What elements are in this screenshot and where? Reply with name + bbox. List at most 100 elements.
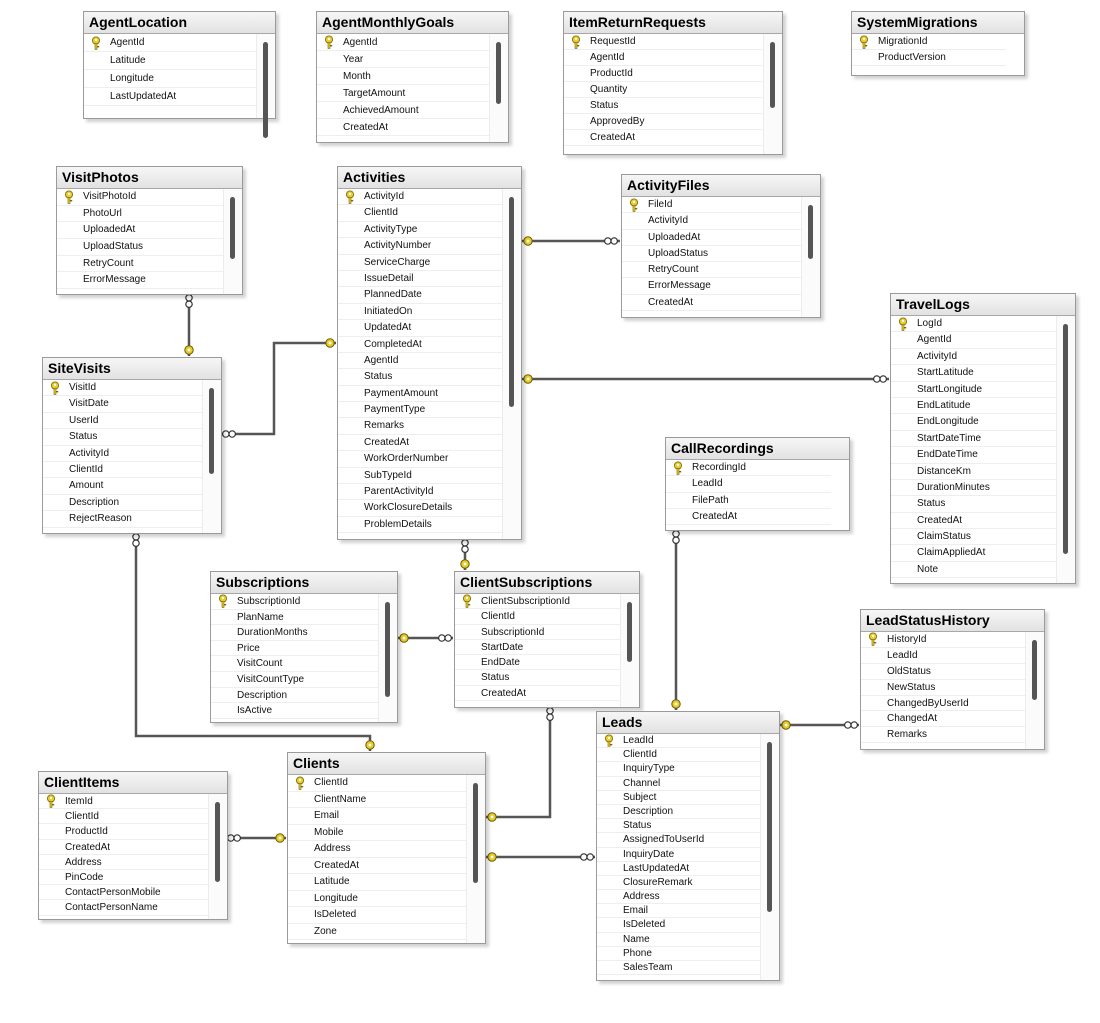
- column-row[interactable]: EndDate: [455, 655, 621, 671]
- scrollbar[interactable]: [502, 189, 521, 539]
- column-row[interactable]: AgentId: [564, 50, 764, 66]
- column-row[interactable]: PinCode: [39, 870, 209, 886]
- column-row[interactable]: Note: [891, 562, 1057, 579]
- scrollbar[interactable]: [801, 197, 820, 317]
- column-row[interactable]: IsActive: [211, 703, 379, 719]
- column-row[interactable]: LeadId: [666, 476, 831, 493]
- column-row[interactable]: SalesTeam: [597, 961, 761, 976]
- column-row[interactable]: ActivityId: [622, 213, 802, 230]
- column-row[interactable]: RejectReason: [43, 511, 203, 528]
- column-row[interactable]: ClientSubscriptionId: [455, 594, 621, 610]
- column-row[interactable]: CreatedAt: [666, 509, 831, 526]
- relationship-leads-lead-status-history[interactable]: [779, 720, 859, 730]
- column-row[interactable]: CreatedAt: [288, 858, 467, 874]
- column-row[interactable]: Status: [43, 429, 203, 446]
- column-row[interactable]: EndDateTime: [891, 447, 1057, 464]
- column-row[interactable]: ServiceCharge: [338, 255, 503, 271]
- table-title[interactable]: Clients: [288, 753, 485, 775]
- table-title[interactable]: ClientSubscriptions: [455, 572, 639, 594]
- column-row[interactable]: UploadStatus: [57, 239, 224, 256]
- column-row[interactable]: AgentId: [84, 34, 257, 52]
- column-row[interactable]: ErrorMessage: [622, 278, 802, 295]
- relationship-activities-travel-logs[interactable]: [521, 374, 889, 384]
- column-row[interactable]: ClosureRemark: [597, 876, 761, 891]
- scrollbar-thumb[interactable]: [1032, 640, 1037, 700]
- column-row[interactable]: Email: [288, 808, 467, 825]
- column-row[interactable]: LeadId: [597, 734, 761, 749]
- column-row[interactable]: CreatedAt: [317, 119, 490, 136]
- column-row[interactable]: AgentId: [891, 332, 1057, 349]
- scrollbar[interactable]: [763, 34, 782, 154]
- relationship-clients-site-visits[interactable]: [132, 532, 375, 751]
- scrollbar-thumb[interactable]: [230, 197, 235, 259]
- column-row[interactable]: IsDeleted: [288, 907, 467, 924]
- scrollbar-thumb[interactable]: [509, 197, 514, 407]
- column-row[interactable]: UserId: [43, 413, 203, 430]
- column-row[interactable]: Status: [338, 369, 503, 386]
- scrollbar-thumb[interactable]: [767, 742, 772, 912]
- scrollbar[interactable]: [202, 380, 221, 533]
- relationship-activities-site-visits[interactable]: [221, 338, 336, 438]
- column-row[interactable]: Remarks: [861, 727, 1026, 744]
- column-row[interactable]: ActivityNumber: [338, 238, 503, 255]
- column-row[interactable]: Address: [597, 890, 761, 905]
- column-row[interactable]: WorkOrderNumber: [338, 451, 503, 468]
- column-row[interactable]: UploadStatus: [622, 246, 802, 263]
- column-row[interactable]: ClientId: [455, 609, 621, 625]
- column-row[interactable]: AgentId: [338, 353, 503, 370]
- column-row[interactable]: CreatedAt: [39, 840, 209, 855]
- column-row[interactable]: Amount: [43, 478, 203, 495]
- column-row[interactable]: ClientId: [597, 748, 761, 763]
- scrollbar-thumb[interactable]: [263, 42, 268, 138]
- column-row[interactable]: ChangedByUserId: [861, 696, 1026, 712]
- table-title[interactable]: ActivityFiles: [622, 175, 820, 197]
- column-row[interactable]: ClaimAppliedAt: [891, 545, 1057, 562]
- relationship-leads-call-recordings[interactable]: [671, 529, 681, 710]
- column-row[interactable]: InquiryType: [597, 762, 761, 777]
- column-row[interactable]: CreatedAt: [622, 295, 802, 312]
- column-row[interactable]: AchievedAmount: [317, 102, 490, 119]
- scrollbar[interactable]: [620, 594, 639, 707]
- column-row[interactable]: DistanceKm: [891, 464, 1057, 480]
- table-title[interactable]: AgentLocation: [84, 12, 275, 34]
- column-row[interactable]: Channel: [597, 777, 761, 791]
- scrollbar[interactable]: [223, 189, 242, 294]
- relationship-clients-leads[interactable]: [485, 852, 595, 862]
- column-row[interactable]: ActivityId: [338, 189, 503, 206]
- column-row[interactable]: ClaimStatus: [891, 529, 1057, 546]
- column-row[interactable]: LogId: [891, 316, 1057, 333]
- column-row[interactable]: PlannedDate: [338, 287, 503, 304]
- column-row[interactable]: VisitCountType: [211, 672, 379, 688]
- column-row[interactable]: Remarks: [338, 418, 503, 435]
- column-row[interactable]: Description: [597, 805, 761, 820]
- column-row[interactable]: CreatedAt: [455, 686, 621, 702]
- column-row[interactable]: ChangedAt: [861, 711, 1026, 728]
- column-row[interactable]: VisitPhotoId: [57, 189, 224, 206]
- column-row[interactable]: Mobile: [288, 825, 467, 841]
- table-title[interactable]: ItemReturnRequests: [564, 12, 782, 34]
- column-row[interactable]: StartDateTime: [891, 431, 1057, 448]
- column-row[interactable]: PlanName: [211, 610, 379, 626]
- column-row[interactable]: RecordingId: [666, 460, 831, 477]
- column-row[interactable]: StartLongitude: [891, 382, 1057, 398]
- column-row[interactable]: ClientId: [39, 809, 209, 825]
- scrollbar-thumb[interactable]: [473, 783, 478, 883]
- scrollbar-thumb[interactable]: [215, 802, 220, 882]
- column-row[interactable]: Status: [891, 496, 1057, 513]
- column-row[interactable]: ContactPersonMobile: [39, 885, 209, 901]
- column-row[interactable]: LeadId: [861, 648, 1026, 664]
- column-row[interactable]: VisitDate: [43, 396, 203, 413]
- column-row[interactable]: Latitude: [84, 52, 257, 70]
- column-row[interactable]: Address: [39, 855, 209, 870]
- column-row[interactable]: UploadedAt: [57, 222, 224, 240]
- relationship-activities-activity-files[interactable]: [521, 236, 620, 246]
- column-row[interactable]: VisitCount: [211, 656, 379, 672]
